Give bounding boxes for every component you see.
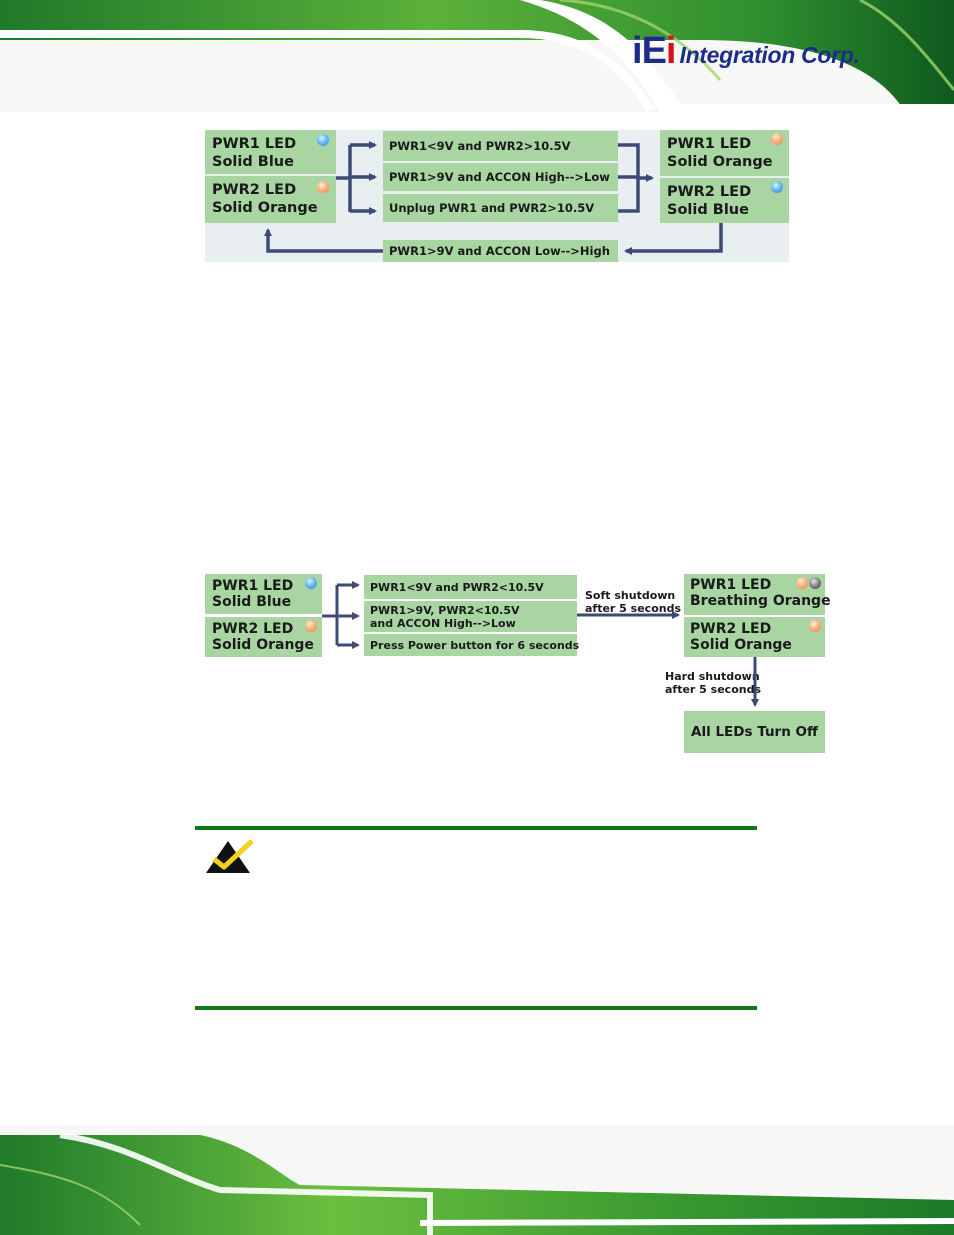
led-name: PWR2 LED [667,184,752,200]
note-top-rule [195,826,757,830]
orange-led-icon [796,577,808,589]
led-name: PWR1 LED [212,136,297,152]
diagram2-pwr1-solid-blue-box: PWR1 LED Solid Blue [205,574,322,614]
checkmark-note-icon [206,839,254,873]
led-state: Breathing Orange [690,593,831,609]
led-name: PWR1 LED [212,578,294,594]
led-state: Solid Orange [667,154,773,170]
header-banner [0,0,954,112]
led-state: Solid Blue [667,202,749,218]
led-name: PWR1 LED [690,577,772,593]
note-bottom-rule [195,1006,757,1010]
footer-banner [0,1125,954,1235]
blue-led-icon [317,134,329,146]
diagram2-pwr2-solid-orange-box: PWR2 LED Solid Orange [205,617,322,657]
logo-mark: iEi [632,30,676,72]
orange-led-icon [809,620,821,632]
diagram1-condition-3: Unplug PWR1 and PWR2>10.5V [383,194,618,222]
diagram1-condition-2: PWR1>9V and ACCON High-->Low [383,163,618,191]
diagram1-pwr2-solid-blue-box: PWR2 LED Solid Blue [660,178,789,223]
diagram2-condition-1: PWR1<9V and PWR2<10.5V [364,575,577,599]
led-name: PWR2 LED [212,182,297,198]
diagram2-arrows [322,581,759,707]
diagram1-pwr2-solid-orange-box: PWR2 LED Solid Orange [205,176,336,223]
led-name: PWR2 LED [212,621,294,637]
all-leds-off-box: All LEDs Turn Off [684,711,825,753]
grey-led-icon [809,577,821,589]
led-name: PWR1 LED [667,136,752,152]
hard-shutdown-label: Hard shutdown after 5 seconds [665,670,762,696]
diagram2-pwr2-solid-orange-box: PWR2 LED Solid Orange [684,617,825,657]
led-state: Solid Orange [690,637,792,653]
diagram1-return-condition: PWR1>9V and ACCON Low-->High [383,240,618,262]
orange-led-icon [317,181,329,193]
diagram1-condition-1: PWR1<9V and PWR2>10.5V [383,131,618,161]
soft-shutdown-label: Soft shutdown after 5 seconds [585,589,682,615]
diagram1-arrows [264,141,723,255]
blue-led-icon [771,181,783,193]
diagram2-pwr1-breathing-orange-box: PWR1 LED Breathing Orange [684,574,831,615]
diagram1-pwr1-solid-orange-box: PWR1 LED Solid Orange [660,130,789,176]
company-logo: iEi Integration Corp. [632,30,860,72]
orange-led-icon [771,133,783,145]
orange-led-icon [305,620,317,632]
diagram2-condition-3: Press Power button for 6 seconds [364,634,579,656]
led-state: Solid Orange [212,637,314,653]
diagram2-condition-2: PWR1>9V, PWR2<10.5V and ACCON High-->Low [364,601,577,632]
blue-led-icon [305,577,317,589]
led-state: Solid Orange [212,200,318,216]
diagram1-pwr1-solid-blue-box: PWR1 LED Solid Blue [205,130,336,174]
led-name: PWR2 LED [690,621,772,637]
led-state: Solid Blue [212,594,292,610]
led-state: Solid Blue [212,154,294,170]
logo-text: Integration Corp. [679,42,860,68]
